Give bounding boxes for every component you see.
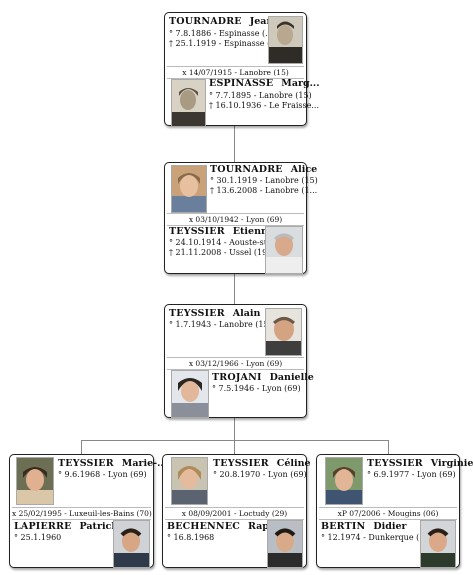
surname: TEYSSIER (213, 458, 269, 469)
given-name: Jean (249, 16, 274, 27)
given-name: Patrick (79, 521, 118, 532)
surname: ESPINASSE (209, 78, 274, 89)
person-lapierre-patrick[interactable]: LAPIERRE Patrick ° 25.1.1960 (10, 518, 153, 570)
portrait-photo[interactable] (113, 520, 150, 568)
birth-info: ° 16.8.1968 (167, 533, 215, 542)
birth-info: ° 20.8.1970 - Lyon (69) (213, 470, 307, 479)
person-name: TEYSSIER Virginie (367, 458, 473, 469)
person-name: TROJANI Danielle (212, 372, 314, 383)
portrait-photo[interactable] (171, 79, 206, 127)
connector-child-2 (234, 440, 235, 454)
person-name: TOURNADRE Alice (210, 164, 317, 175)
birth-info: ° 6.9.1977 - Lyon (69) (367, 470, 456, 479)
family-card-child-1[interactable]: TEYSSIER Marie-... ° 9.6.1968 - Lyon (69)… (9, 454, 167, 570)
person-name: TEYSSIER Alain (169, 308, 261, 319)
surname: TEYSSIER (169, 226, 225, 237)
person-teyssier-alain[interactable]: TEYSSIER Alain ° 1.7.1943 - Lanobre (15) (165, 305, 306, 357)
marriage-info: x 08/09/2001 - Loctudy (29) (165, 507, 304, 520)
connector-child-1 (81, 440, 82, 454)
birth-info: ° 1.7.1943 - Lanobre (15) (169, 320, 272, 329)
connector-gen2-gen3 (234, 274, 235, 304)
person-teyssier-celine[interactable]: TEYSSIER Céline ° 20.8.1970 - Lyon (69) (163, 455, 311, 507)
person-espinasse-marg[interactable]: ESPINASSE Marg... ° 7.7.1895 - Lanobre (1… (165, 77, 320, 129)
surname: LAPIERRE (14, 521, 72, 532)
person-bertin-didier[interactable]: BERTIN Didier ° 12.1974 - Dunkerque (... (317, 518, 459, 570)
given-name: Alain (232, 308, 261, 319)
person-teyssier-marie[interactable]: TEYSSIER Marie-... ° 9.6.1968 - Lyon (69) (10, 455, 167, 507)
death-info: † 13.6.2008 - Lanobre (1... (210, 186, 318, 195)
portrait-photo[interactable] (268, 16, 303, 64)
portrait-photo[interactable] (265, 226, 303, 274)
death-info: † 16.10.1936 - Le Fraisse... (209, 101, 320, 110)
birth-info: ° 7.5.1946 - Lyon (69) (212, 384, 301, 393)
portrait-photo[interactable] (171, 165, 207, 213)
given-name: Didier (373, 521, 407, 532)
death-info: † 25.1.1919 - Espinasse (... (169, 39, 278, 48)
marriage-info: x 03/10/1942 - Lyon (69) (167, 213, 304, 226)
surname: TEYSSIER (169, 308, 225, 319)
portrait-photo[interactable] (16, 457, 54, 505)
surname: TOURNADRE (169, 16, 242, 27)
birth-info: ° 25.1.1960 (14, 533, 62, 542)
portrait-photo[interactable] (325, 457, 363, 505)
portrait-photo[interactable] (265, 308, 302, 356)
surname: TEYSSIER (58, 458, 114, 469)
person-name: TEYSSIER Marie-... (58, 458, 167, 469)
person-name: TOURNADRE Jean (169, 16, 273, 27)
person-name: BECHENNEC Rap... (167, 521, 279, 532)
death-info: † 21.11.2008 - Ussel (19) (169, 248, 271, 257)
person-name: TEYSSIER Céline (213, 458, 311, 469)
birth-info: ° 30.1.1919 - Lanobre (15) (210, 176, 318, 185)
connector-children-bar (81, 440, 389, 441)
person-teyssier-etienne[interactable]: TEYSSIER Etienne ° 24.10.1914 - Aouste-su… (165, 224, 306, 276)
person-trojani-danielle[interactable]: TROJANI Danielle ° 7.5.1946 - Lyon (69) (165, 368, 314, 420)
birth-info: ° 7.7.1895 - Lanobre (15) (209, 91, 312, 100)
given-name: Virginie (430, 458, 473, 469)
given-name: Etienne (232, 226, 274, 237)
given-name: Marie-... (121, 458, 167, 469)
portrait-photo[interactable] (171, 370, 209, 418)
person-name: LAPIERRE Patrick (14, 521, 118, 532)
surname: TOURNADRE (210, 164, 283, 175)
birth-info: ° 9.6.1968 - Lyon (69) (58, 470, 147, 479)
family-card-child-2[interactable]: TEYSSIER Céline ° 20.8.1970 - Lyon (69) x… (162, 454, 311, 570)
connector-gen3-children (234, 418, 235, 440)
person-tournadre-jean[interactable]: TOURNADRE Jean ° 7.8.1886 - Espinasse (..… (165, 13, 306, 65)
given-name: Marg... (281, 78, 320, 89)
birth-info: ° 12.1974 - Dunkerque (... (321, 533, 427, 542)
connector-child-3 (388, 440, 389, 454)
marriage-info: x 14/07/1915 - Lanobre (15) (167, 66, 304, 79)
portrait-photo[interactable] (420, 520, 456, 568)
given-name: Céline (276, 458, 311, 469)
surname: TROJANI (212, 372, 262, 383)
portrait-photo[interactable] (267, 520, 303, 568)
person-name: ESPINASSE Marg... (209, 78, 320, 89)
marriage-info: x 25/02/1995 - Luxeuil-les-Bains (70) (12, 507, 152, 520)
surname: BERTIN (321, 521, 366, 532)
given-name: Danielle (269, 372, 314, 383)
surname: BECHENNEC (167, 521, 241, 532)
birth-info: ° 7.8.1886 - Espinasse (... (169, 29, 273, 38)
portrait-photo[interactable] (171, 457, 208, 505)
family-card-gen1[interactable]: TOURNADRE Jean ° 7.8.1886 - Espinasse (..… (164, 12, 320, 129)
given-name: Rap... (248, 521, 279, 532)
family-card-gen2[interactable]: TOURNADRE Alice ° 30.1.1919 - Lanobre (15… (164, 162, 318, 276)
given-name: Alice (290, 164, 318, 175)
marriage-info: xP 07/2006 - Mougins (06) (319, 507, 457, 520)
person-name: BERTIN Didier (321, 521, 416, 532)
person-teyssier-virginie[interactable]: TEYSSIER Virginie ° 6.9.1977 - Lyon (69) (317, 455, 473, 507)
marriage-info: x 03/12/1966 - Lyon (69) (167, 357, 304, 370)
person-tournadre-alice[interactable]: TOURNADRE Alice ° 30.1.1919 - Lanobre (15… (165, 163, 318, 215)
connector-gen1-gen2 (234, 126, 235, 162)
birth-info: ° 24.10.1914 - Aouste-su... (169, 238, 277, 247)
person-name: TEYSSIER Etienne (169, 226, 274, 237)
surname: TEYSSIER (367, 458, 423, 469)
person-bechennec-rap[interactable]: BECHENNEC Rap... ° 16.8.1968 (163, 518, 306, 570)
